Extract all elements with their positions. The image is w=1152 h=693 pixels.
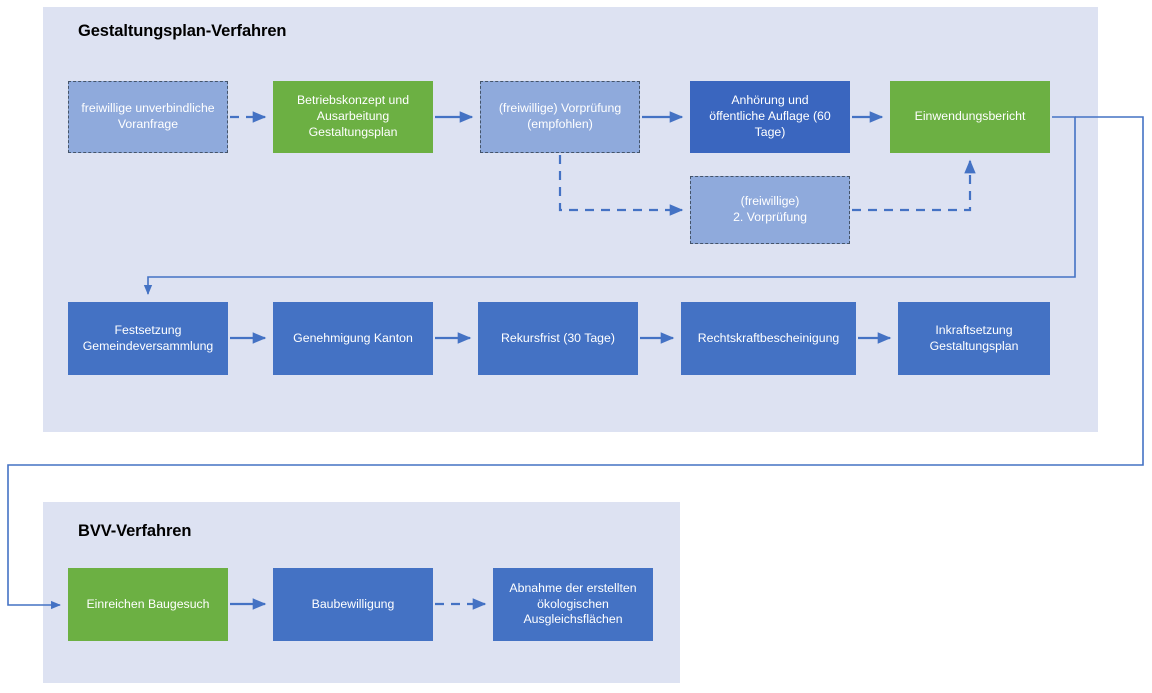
node-rekursfrist[interactable]: Rekursfrist (30 Tage) [478,302,638,375]
node-vorpruefung2[interactable]: (freiwillige) 2. Vorprüfung [690,176,850,244]
node-festsetzung[interactable]: Festsetzung Gemeindeversammlung [68,302,228,375]
node-betriebskonzept[interactable]: Betriebskonzept und Ausarbeitung Gestalt… [273,81,433,153]
panel-title-gestaltungsplan: Gestaltungsplan-Verfahren [78,22,287,40]
node-anhoerung[interactable]: Anhörung und öffentliche Auflage (60 Tag… [690,81,850,153]
node-rechtskraft[interactable]: Rechtskraftbescheinigung [681,302,856,375]
panel-title-bvv: BVV-Verfahren [78,522,192,540]
node-baubewilligung[interactable]: Baubewilligung [273,568,433,641]
node-baugesuch[interactable]: Einreichen Baugesuch [68,568,228,641]
node-einwendungsbericht[interactable]: Einwendungsbericht [890,81,1050,153]
node-genehmigung[interactable]: Genehmigung Kanton [273,302,433,375]
node-vorpruefung1[interactable]: (freiwillige) Vorprüfung (empfohlen) [480,81,640,153]
node-voranfrage[interactable]: freiwillige unverbindliche Voranfrage [68,81,228,153]
node-abnahme[interactable]: Abnahme der erstellten ökologischen Ausg… [493,568,653,641]
node-inkraftsetzung[interactable]: Inkraftsetzung Gestaltungsplan [898,302,1050,375]
